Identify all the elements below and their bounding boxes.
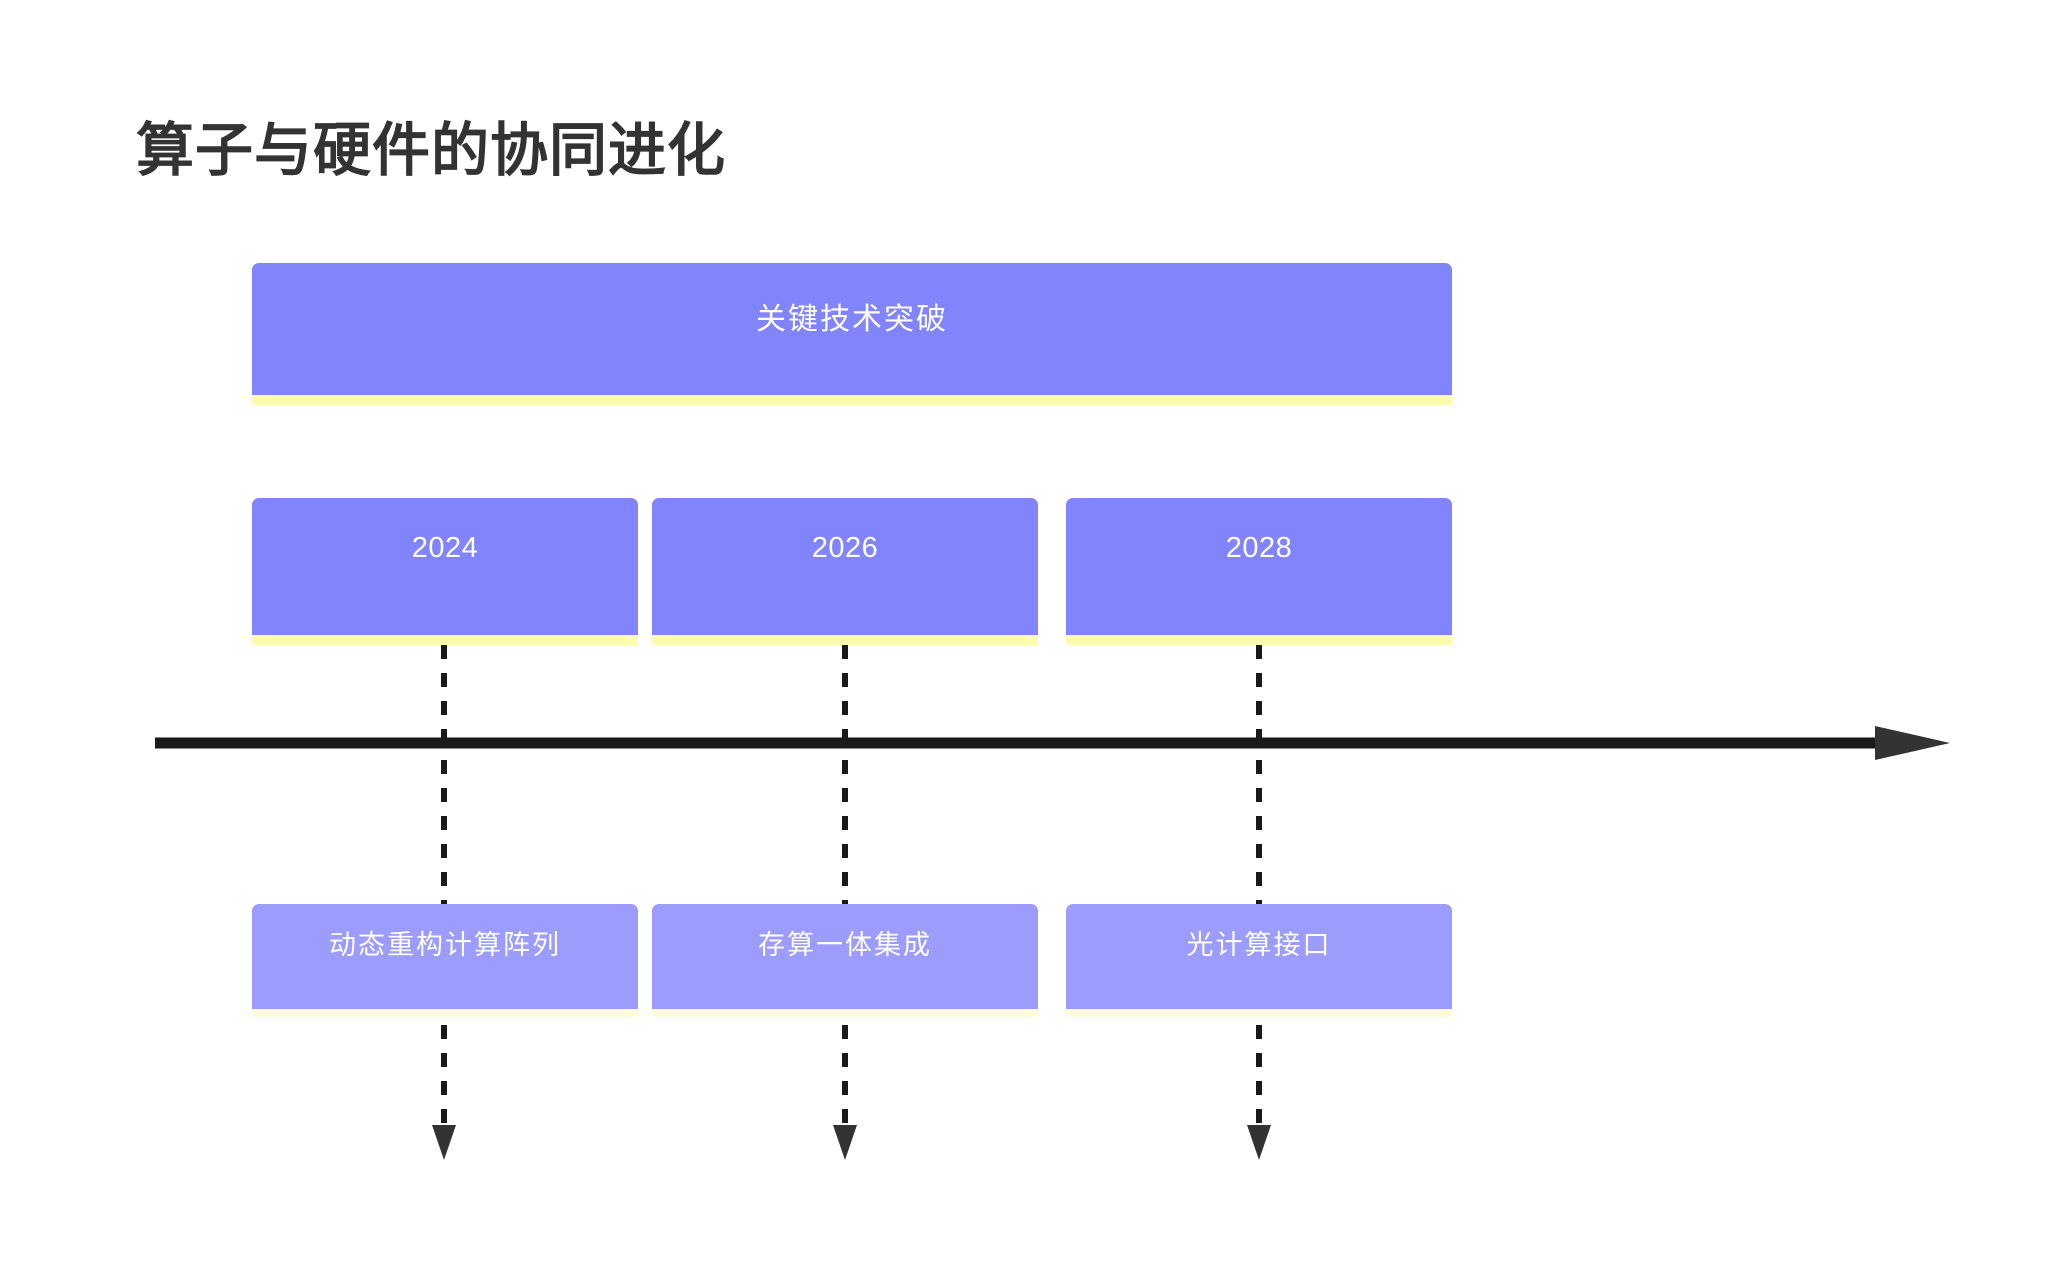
connector-axis-to-milestone-1	[441, 760, 447, 908]
milestone-card-optical-compute-interface[interactable]: 光计算接口	[1066, 904, 1452, 1017]
milestone-card-body: 光计算接口	[1066, 904, 1452, 1009]
milestone-card-compute-in-memory[interactable]: 存算一体集成	[652, 904, 1038, 1017]
timeline-axis	[155, 726, 1950, 760]
milestone-label: 存算一体集成	[758, 930, 932, 960]
year-label: 2026	[811, 532, 879, 564]
milestone-card-underline	[652, 1009, 1038, 1017]
milestone-card-body: 动态重构计算阵列	[252, 904, 638, 1009]
year-card-underline	[652, 635, 1038, 645]
year-card-2028[interactable]: 2028	[1066, 498, 1452, 645]
milestone-card-underline	[1066, 1009, 1452, 1017]
milestone-label: 光计算接口	[1186, 930, 1332, 960]
year-card-body: 2026	[652, 498, 1038, 635]
year-card-body: 2024	[252, 498, 638, 635]
year-card-underline	[252, 635, 638, 645]
milestone-down-arrow-3	[1247, 1025, 1271, 1160]
page-title: 算子与硬件的协同进化	[136, 118, 727, 183]
year-card-2024[interactable]: 2024	[252, 498, 638, 645]
year-label: 2024	[411, 532, 479, 564]
year-label: 2028	[1225, 532, 1293, 564]
banner-label: 关键技术突破	[756, 303, 948, 336]
milestone-down-arrow-1	[432, 1025, 456, 1160]
banner-underline	[252, 395, 1452, 405]
year-card-2026[interactable]: 2026	[652, 498, 1038, 645]
milestone-label: 动态重构计算阵列	[329, 930, 561, 960]
milestone-card-body: 存算一体集成	[652, 904, 1038, 1009]
milestone-card-underline	[252, 1009, 638, 1017]
milestone-card-dynamic-reconfigurable-array[interactable]: 动态重构计算阵列	[252, 904, 638, 1017]
milestone-down-arrow-2	[833, 1025, 857, 1160]
year-card-body: 2028	[1066, 498, 1452, 635]
banner-body: 关键技术突破	[252, 263, 1452, 395]
year-card-underline	[1066, 635, 1452, 645]
key-breakthrough-banner[interactable]: 关键技术突破	[252, 263, 1452, 405]
connector-axis-to-milestone-3	[1256, 760, 1262, 908]
connector-axis-to-milestone-2	[842, 760, 848, 908]
